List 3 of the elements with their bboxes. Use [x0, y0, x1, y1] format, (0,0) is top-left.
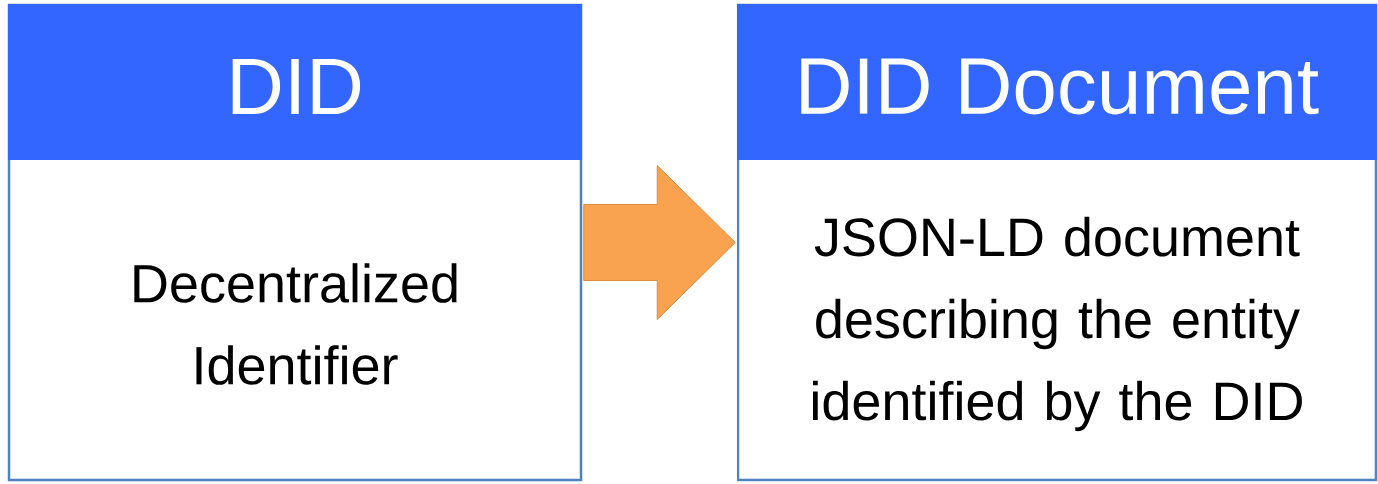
- titled-box: DID Document JSON-LD document describing the entity identified by the DID: [736, 3, 1378, 482]
- block-arrow: [583, 165, 736, 320]
- titled-box: DID Decentralized Identifier: [7, 3, 583, 482]
